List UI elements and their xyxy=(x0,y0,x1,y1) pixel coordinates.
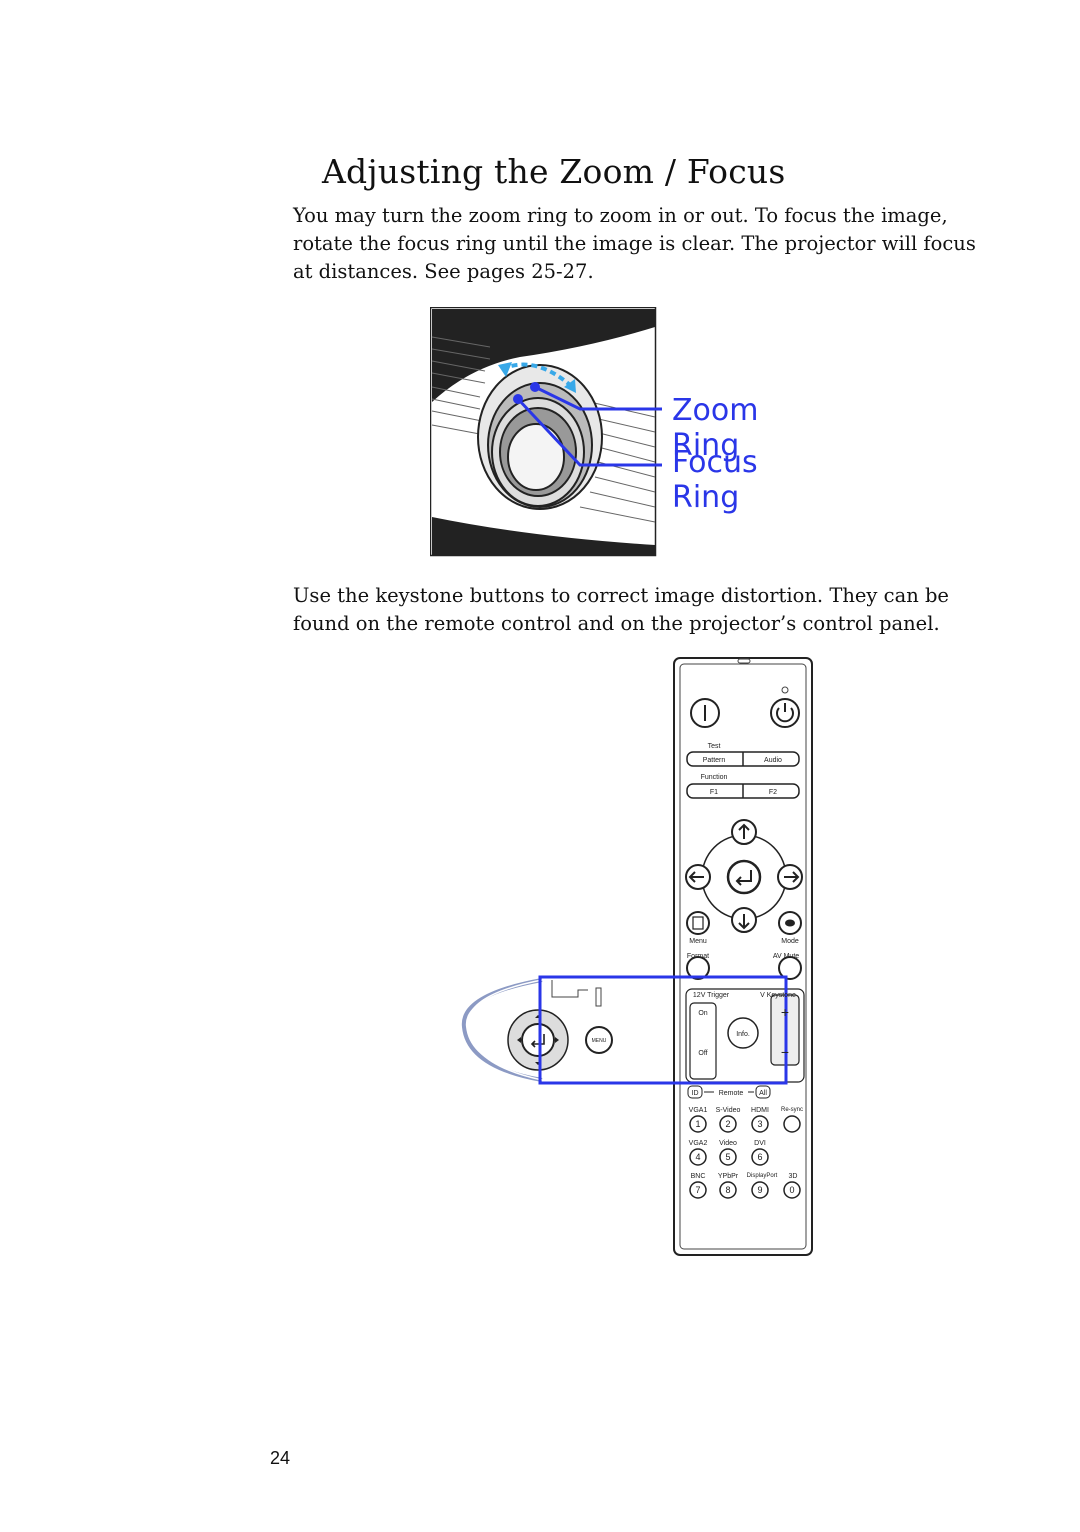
remote-digit-0-button[interactable]: 0 xyxy=(789,1185,794,1195)
remote-av-mute-label: AV Mute xyxy=(773,953,799,960)
remote-all-button[interactable]: All xyxy=(759,1090,767,1097)
remote-digit-5-button[interactable]: 5 xyxy=(725,1152,730,1162)
remote-function-label: Function xyxy=(701,774,728,781)
remote-video-label: Video xyxy=(719,1140,737,1147)
remote-f1-button[interactable]: F1 xyxy=(710,789,718,796)
remote-id-button[interactable]: ID xyxy=(692,1090,699,1097)
remote-trigger-off-button[interactable]: Off xyxy=(698,1050,707,1057)
remote-trigger-on-button[interactable]: On xyxy=(698,1010,707,1017)
remote-bnc-label: BNC xyxy=(691,1173,706,1180)
remote-format-label: Format xyxy=(687,953,709,960)
remote-menu-label: Menu xyxy=(689,938,707,945)
focus-ring-label: Focus Ring xyxy=(672,445,758,515)
zoom-ring-label: Zoom Ring xyxy=(672,393,759,463)
remote-mode-label: Mode xyxy=(781,938,799,945)
keystone-paragraph: Use the keystone buttons to correct imag… xyxy=(293,584,949,635)
zoom-focus-paragraph: You may turn the zoom ring to zoom in or… xyxy=(293,204,976,283)
remote-pattern-button[interactable]: Pattern xyxy=(703,757,726,764)
page-title: Adjusting the Zoom / Focus xyxy=(322,152,786,191)
remote-3d-label: 3D xyxy=(789,1173,798,1180)
remote-displayport-label: DisplayPort xyxy=(747,1173,778,1179)
remote-audio-button[interactable]: Audio xyxy=(764,757,782,764)
remote-digit-7-button[interactable]: 7 xyxy=(695,1185,700,1195)
remote-digit-4-button[interactable]: 4 xyxy=(695,1152,700,1162)
remote-test-label: Test xyxy=(708,743,721,750)
remote-hdmi-label: HDMI xyxy=(751,1107,769,1114)
remote-figure: Test Pattern Audio Function F1 F2 Menu M… xyxy=(460,655,820,1260)
remote-f2-button[interactable]: F2 xyxy=(769,789,777,796)
remote-digit-1-button[interactable]: 1 xyxy=(695,1119,700,1129)
remote-dvi-label: DVI xyxy=(754,1140,766,1147)
remote-digit-3-button[interactable]: 3 xyxy=(757,1119,762,1129)
remote-info-button[interactable]: Info. xyxy=(736,1031,750,1038)
page-number: 24 xyxy=(270,1448,291,1468)
remote-digit-8-button[interactable]: 8 xyxy=(725,1185,730,1195)
remote-remote-label: Remote xyxy=(719,1090,744,1097)
remote-digit-6-button[interactable]: 6 xyxy=(757,1152,762,1162)
remote-svideo-label: S-Video xyxy=(716,1107,741,1114)
projector-lens-illustration xyxy=(429,306,662,557)
remote-12v-trigger-label: 12V Trigger xyxy=(693,992,730,999)
keystone-plus-button[interactable]: + xyxy=(781,1004,789,1020)
lens-figure: Zoom Ring Focus Ring xyxy=(429,306,830,559)
remote-v-keystone-label: V Keystone xyxy=(760,992,796,999)
remote-vga1-label: VGA1 xyxy=(689,1107,708,1114)
remote-digit-9-button[interactable]: 9 xyxy=(757,1185,762,1195)
panel-menu-button[interactable]: MENU xyxy=(592,1038,607,1044)
remote-control-illustration: Test Pattern Audio Function F1 F2 Menu M… xyxy=(461,657,813,1256)
remote-resync-label: Re-sync xyxy=(781,1107,803,1113)
remote-vga2-label: VGA2 xyxy=(689,1140,708,1147)
keystone-minus-button[interactable]: − xyxy=(781,1044,789,1060)
remote-ypbpr-label: YPbPr xyxy=(718,1173,739,1180)
remote-digit-2-button[interactable]: 2 xyxy=(725,1119,730,1129)
